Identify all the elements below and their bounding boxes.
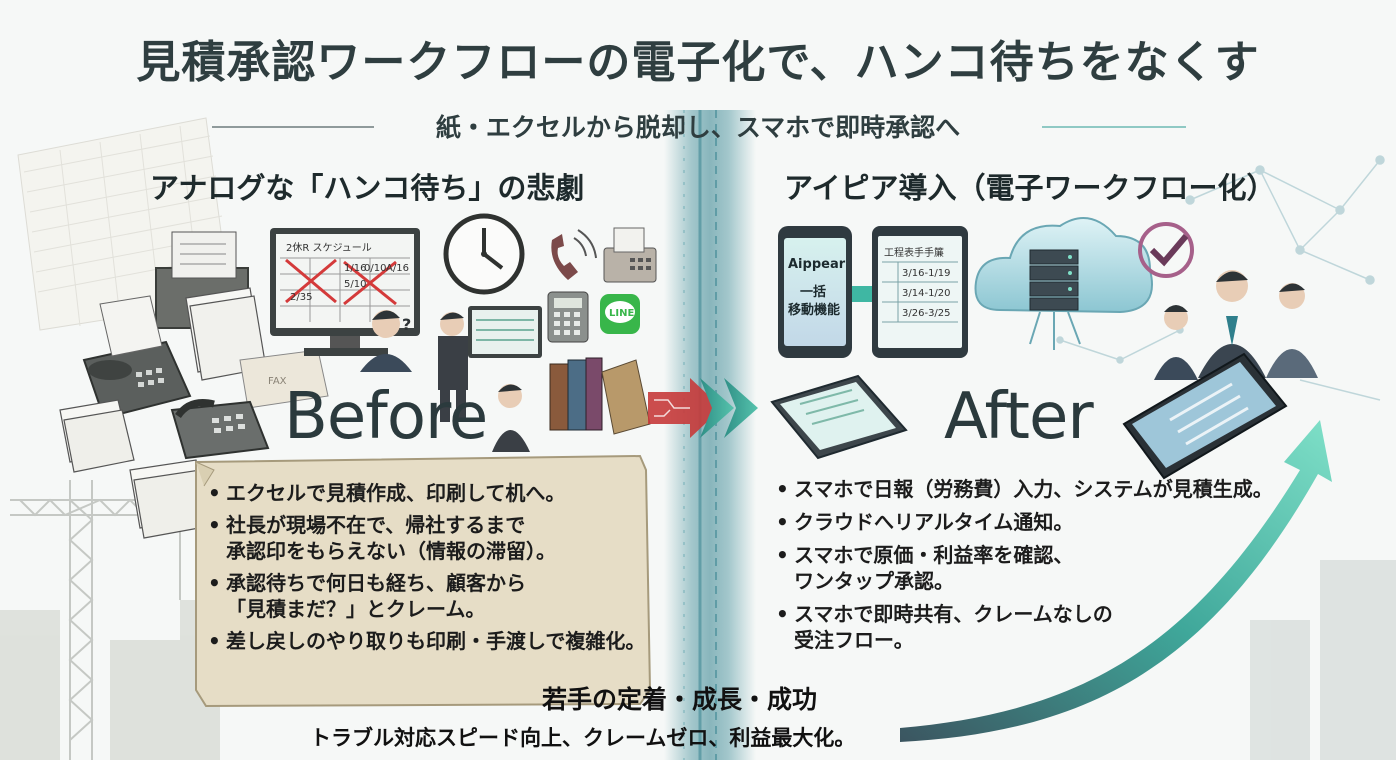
after-point: クラウドへリアルタイム通知。: [774, 509, 1273, 535]
outcome-title: 若手の定着・成長・成功: [542, 685, 818, 714]
before-point: 差し戻しのやり取りも印刷・手渡しで複雑化。: [206, 628, 645, 654]
after-point: スマホで日報（労務費）入力、システムが見積生成。: [774, 476, 1273, 502]
calculator-icon: [547, 291, 589, 343]
background-buildings-left: [0, 600, 220, 760]
fax-sheet: [239, 349, 329, 409]
phone-app-name: Aippear: [788, 257, 846, 272]
schedule-monitor: [270, 228, 420, 356]
phone-line-2: 移動機能: [788, 302, 840, 318]
tablet-schedule: [872, 226, 968, 358]
fax-sheet-label: FAX: [268, 376, 287, 387]
after-points-list: スマホで日報（労務費）入力、システムが見積生成。 クラウドへリアルタイム通知。 …: [774, 476, 1273, 660]
phone-worker-figure: [492, 384, 530, 452]
after-point: スマホで即時共有、クレームなしの 受注フロー。: [774, 601, 1273, 653]
phone-line-1: 一括: [800, 284, 826, 300]
checkmark-icon: [1138, 222, 1194, 278]
before-point: エクセルで見積作成、印刷して机へ。: [206, 480, 645, 506]
monitor-cell-5: 2/35: [290, 292, 312, 303]
outcome-description: トラブル対応スピード向上、クレームゼロ、利益最大化。: [310, 726, 856, 750]
monitor-cell-4: 5/10: [344, 279, 366, 290]
tablet-row-2: 3/14-1/20: [902, 288, 951, 299]
svg-text:?: ?: [402, 315, 411, 334]
page-title: 見積承認ワークフローの電子化で、ハンコ待ちをなくす: [136, 37, 1260, 88]
desk-phone-icon: [170, 399, 270, 460]
monitor-cell-2: 0/10: [364, 263, 386, 274]
before-heading: アナログな「ハンコ待ち」の悲劇: [150, 171, 585, 205]
after-tablet: [770, 374, 908, 460]
transition-arrows: [648, 378, 758, 438]
large-smartphone: [1122, 352, 1288, 480]
background-network: [1056, 155, 1385, 401]
after-point: スマホで原価・利益率を確認、 ワンタップ承認。: [774, 542, 1273, 594]
office-monitor-right: [468, 306, 542, 358]
worried-worker-figure: ?: [360, 310, 412, 372]
before-point: 承認待ちで何日も経ち、顧客から 「見積まだ？」とクレーム。: [206, 570, 645, 622]
cloud-server-icon: [974, 217, 1153, 350]
clock-icon: [443, 213, 525, 295]
monitor-cell-1: 1/16: [344, 263, 366, 274]
tablet-title: 工程表手手簾: [884, 246, 944, 259]
before-point: 社長が現場不在で、帰社するまで 承認印をもらえない（情報の滞留）。: [206, 512, 645, 564]
monitor-cell-3: A/16: [386, 263, 409, 274]
line-app-icon: [600, 294, 640, 334]
after-label: After: [944, 380, 1094, 454]
tablet-row-1: 3/16-1/19: [902, 268, 951, 279]
line-app-label: LINE: [609, 308, 634, 319]
smartphone-app: [778, 226, 852, 358]
monitor-title: 2休R スケジュール: [286, 242, 372, 254]
center-divider: [664, 110, 756, 760]
page-subtitle: 紙・エクセルから脱却し、スマホで即時承認へ: [435, 113, 961, 142]
stressed-worker-figure: [438, 312, 468, 422]
before-points-list: エクセルで見積作成、印刷して机へ。 社長が現場不在で、帰社するまで 承認印をもら…: [206, 480, 645, 660]
before-label: Before: [284, 380, 488, 454]
fax-machine-icon: [82, 295, 192, 420]
tablet-row-3: 3/26-3/25: [902, 308, 951, 319]
filing-binders-icon: [549, 357, 651, 435]
ringing-phone-icon: [551, 229, 597, 280]
after-heading: アイピア導入（電子ワークフロー化）: [784, 171, 1276, 205]
desktop-fax-icon: [603, 227, 657, 283]
